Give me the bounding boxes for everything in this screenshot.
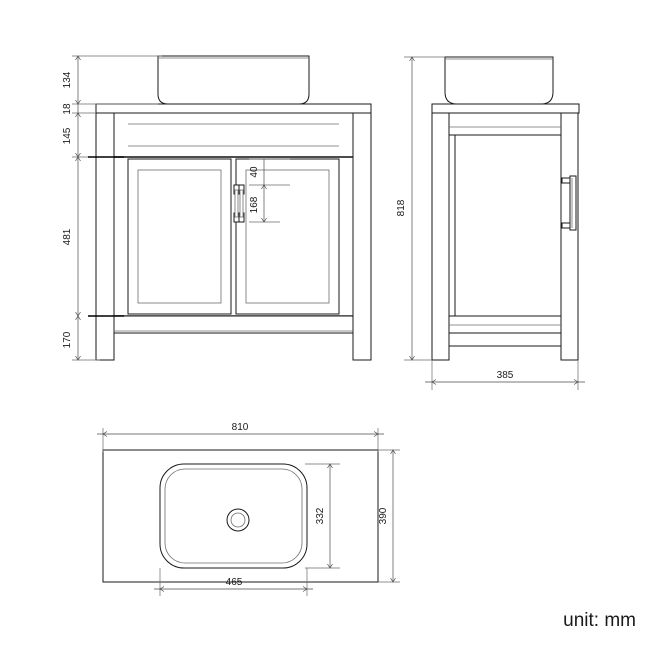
front-door-left[interactable] (128, 159, 231, 314)
front-handle-left[interactable] (234, 185, 239, 222)
front-leg-left (96, 113, 114, 360)
front-bottom-rail (114, 316, 353, 333)
plan-drain-inner (230, 512, 246, 528)
dim-overall-height: 818 (396, 56, 445, 361)
dim-handle-top-offset: 40 (249, 158, 290, 186)
side-countertop (432, 104, 579, 113)
dim-label-145: 145 (62, 127, 73, 144)
dim-countertop-thickness: 18 (62, 103, 96, 115)
dim-label-134: 134 (62, 71, 73, 88)
front-countertop (96, 104, 371, 113)
front-door-left-panel (137, 169, 222, 304)
plan-basin-inner (164, 468, 303, 564)
front-door-right[interactable] (236, 159, 339, 314)
dim-label-390: 390 (378, 507, 389, 524)
front-apron (110, 113, 357, 157)
dim-label-810: 810 (232, 422, 249, 433)
dim-label-332: 332 (315, 507, 326, 524)
dim-overall-width: 810 (97, 422, 384, 452)
side-elevation-view: 818 385 (396, 56, 585, 390)
side-leg-front (432, 113, 449, 360)
dim-label-18: 18 (62, 103, 73, 115)
dim-label-170: 170 (62, 331, 73, 348)
side-cabinet-body (448, 113, 562, 346)
dim-overall-depth: 385 (425, 360, 585, 390)
front-leg-right (353, 113, 371, 360)
dim-label-465: 465 (226, 577, 243, 588)
front-handle-right[interactable] (239, 185, 244, 222)
front-door-right-panel (245, 169, 330, 304)
side-leg-back (561, 113, 578, 360)
dim-basin-height: 134 (62, 55, 162, 105)
plan-drain-outer (227, 509, 249, 531)
dim-countertop-depth: 390 (378, 449, 400, 583)
dim-label-40: 40 (249, 166, 260, 178)
dim-basin-width: 465 (154, 568, 313, 596)
front-basin-outline (158, 56, 309, 104)
dim-label-481: 481 (62, 228, 73, 245)
dim-door-height: 481 (62, 156, 124, 317)
dim-label-385: 385 (497, 370, 514, 381)
dim-leg-height: 170 (62, 315, 100, 361)
front-elevation-view: 134 18 145 (62, 55, 371, 361)
dim-basin-depth: 332 (305, 463, 340, 569)
side-handle[interactable] (562, 176, 576, 230)
dim-handle-length: 168 (249, 184, 280, 223)
plan-view: 810 465 332 (97, 422, 400, 596)
plan-basin-outer (160, 464, 307, 568)
plan-countertop (103, 450, 378, 582)
dim-label-168: 168 (249, 196, 260, 213)
dim-label-818: 818 (396, 199, 407, 216)
side-basin-outline (445, 57, 553, 104)
unit-note: unit: mm (563, 610, 636, 631)
